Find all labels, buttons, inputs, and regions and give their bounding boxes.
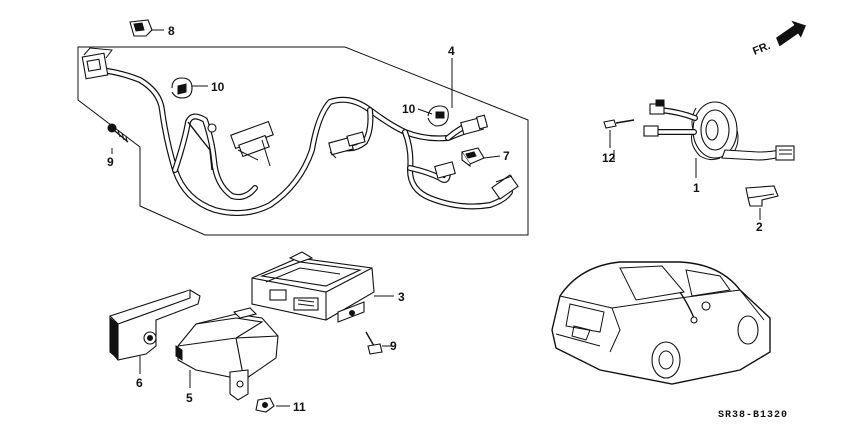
- part-10-clip-lower: [417, 105, 449, 127]
- harness-connector-lower: [434, 161, 456, 179]
- car-locator-view: [551, 261, 771, 385]
- callout-10-upper: 10: [211, 80, 225, 94]
- part-11-nut: [255, 397, 290, 413]
- callout-10-lower: 10: [402, 102, 416, 116]
- harness-connector-mid: [328, 131, 366, 159]
- callout-8: 8: [168, 24, 175, 38]
- part-9-bolt-upper: [107, 123, 129, 154]
- harness-connector-center: [230, 120, 274, 167]
- part-9-bolt-lower: [365, 331, 392, 355]
- part-7-connector: [461, 147, 501, 168]
- callout-9-lower: 9: [390, 339, 397, 353]
- callout-11: 11: [293, 400, 306, 414]
- callout-3: 3: [398, 290, 405, 304]
- harness-connector-upper-right: [460, 114, 489, 136]
- callout-9-upper: 9: [107, 155, 114, 169]
- harness-connector-left: [81, 47, 113, 80]
- callout-4: 4: [448, 44, 455, 58]
- drawing-code: SR38-B1320: [718, 410, 788, 421]
- callout-12: 12: [602, 151, 616, 165]
- harness-group-frame: [77, 46, 529, 236]
- callout-7: 7: [503, 149, 510, 163]
- callout-1: 1: [693, 181, 700, 195]
- part-8-clip: [129, 19, 164, 37]
- part-3-srs-unit: [251, 251, 394, 323]
- part-10-clip-upper: [171, 77, 208, 99]
- harness-connector-right: [491, 174, 519, 200]
- part-1-cable-reel: [643, 99, 795, 178]
- part-6-bracket: [109, 289, 201, 374]
- front-direction-indicator: FR.: [751, 20, 806, 58]
- part-5-cover: [175, 307, 279, 401]
- callout-5: 5: [186, 391, 193, 405]
- srs-main-harness: [97, 67, 513, 217]
- callout-6: 6: [136, 376, 143, 390]
- part-12-screw: [603, 119, 635, 148]
- front-direction-label: FR.: [751, 40, 772, 58]
- part-2-bracket: [745, 185, 779, 220]
- callout-2: 2: [756, 220, 763, 234]
